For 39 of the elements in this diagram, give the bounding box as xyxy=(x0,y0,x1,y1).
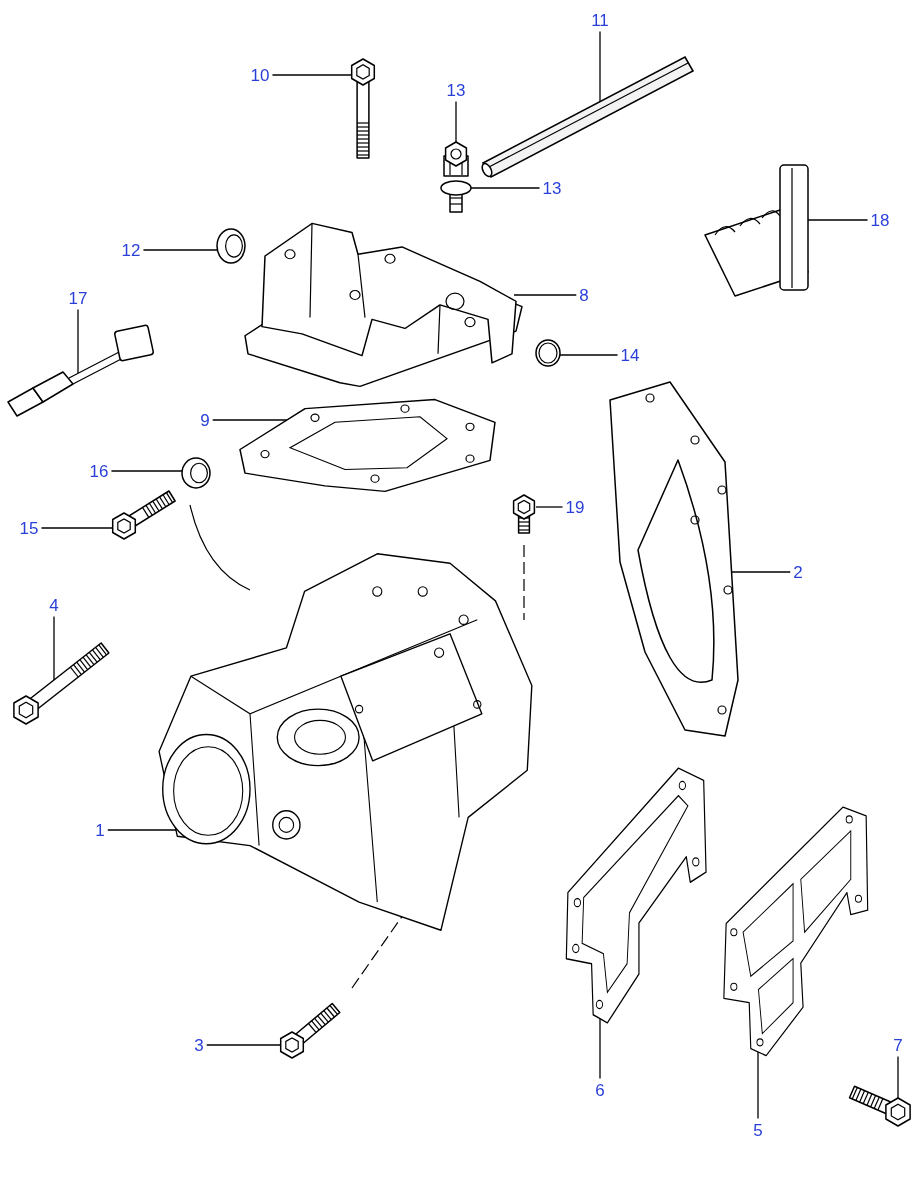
callout-number: 8 xyxy=(579,286,589,304)
callout-number: 2 xyxy=(793,563,803,581)
callout-number: 14 xyxy=(620,346,640,364)
leader-line xyxy=(212,419,288,421)
leader-line xyxy=(455,100,457,143)
callout-number: 16 xyxy=(89,462,109,480)
callout-number: 12 xyxy=(121,241,141,259)
o-ring-drawing xyxy=(533,338,563,368)
callout-number: 7 xyxy=(893,1036,903,1054)
pipe-drawing xyxy=(480,55,695,175)
leader-line xyxy=(599,1018,601,1080)
leader-line xyxy=(77,308,79,374)
washer-drawing xyxy=(178,455,214,491)
callout-number: 17 xyxy=(68,289,88,307)
callout-number: 11 xyxy=(591,11,609,29)
leader-line xyxy=(40,527,113,529)
bolt-drawing xyxy=(10,640,110,725)
callout-number: 19 xyxy=(565,498,585,516)
callout-number: 4 xyxy=(49,596,59,614)
callout-number: 9 xyxy=(200,411,210,429)
callout-number: 13 xyxy=(542,179,562,197)
callout-number: 18 xyxy=(870,211,890,229)
leader-line xyxy=(757,1051,759,1120)
seal-ring-drawing xyxy=(213,228,249,264)
callout-number: 3 xyxy=(194,1036,204,1054)
callout-number: 13 xyxy=(446,81,466,99)
callout-number: 6 xyxy=(595,1081,605,1099)
leader-line xyxy=(535,506,564,508)
union-drawing xyxy=(438,180,474,214)
callout-number: 15 xyxy=(19,519,39,537)
leader-line xyxy=(730,571,791,573)
callout-number: 5 xyxy=(753,1121,763,1139)
callout-number: 1 xyxy=(95,821,105,839)
callout-number: 10 xyxy=(250,66,270,84)
leader-line xyxy=(559,354,619,356)
leader-line xyxy=(470,187,541,189)
leader-line xyxy=(271,74,352,76)
leader-line xyxy=(206,1044,281,1046)
leader-line xyxy=(513,294,577,296)
